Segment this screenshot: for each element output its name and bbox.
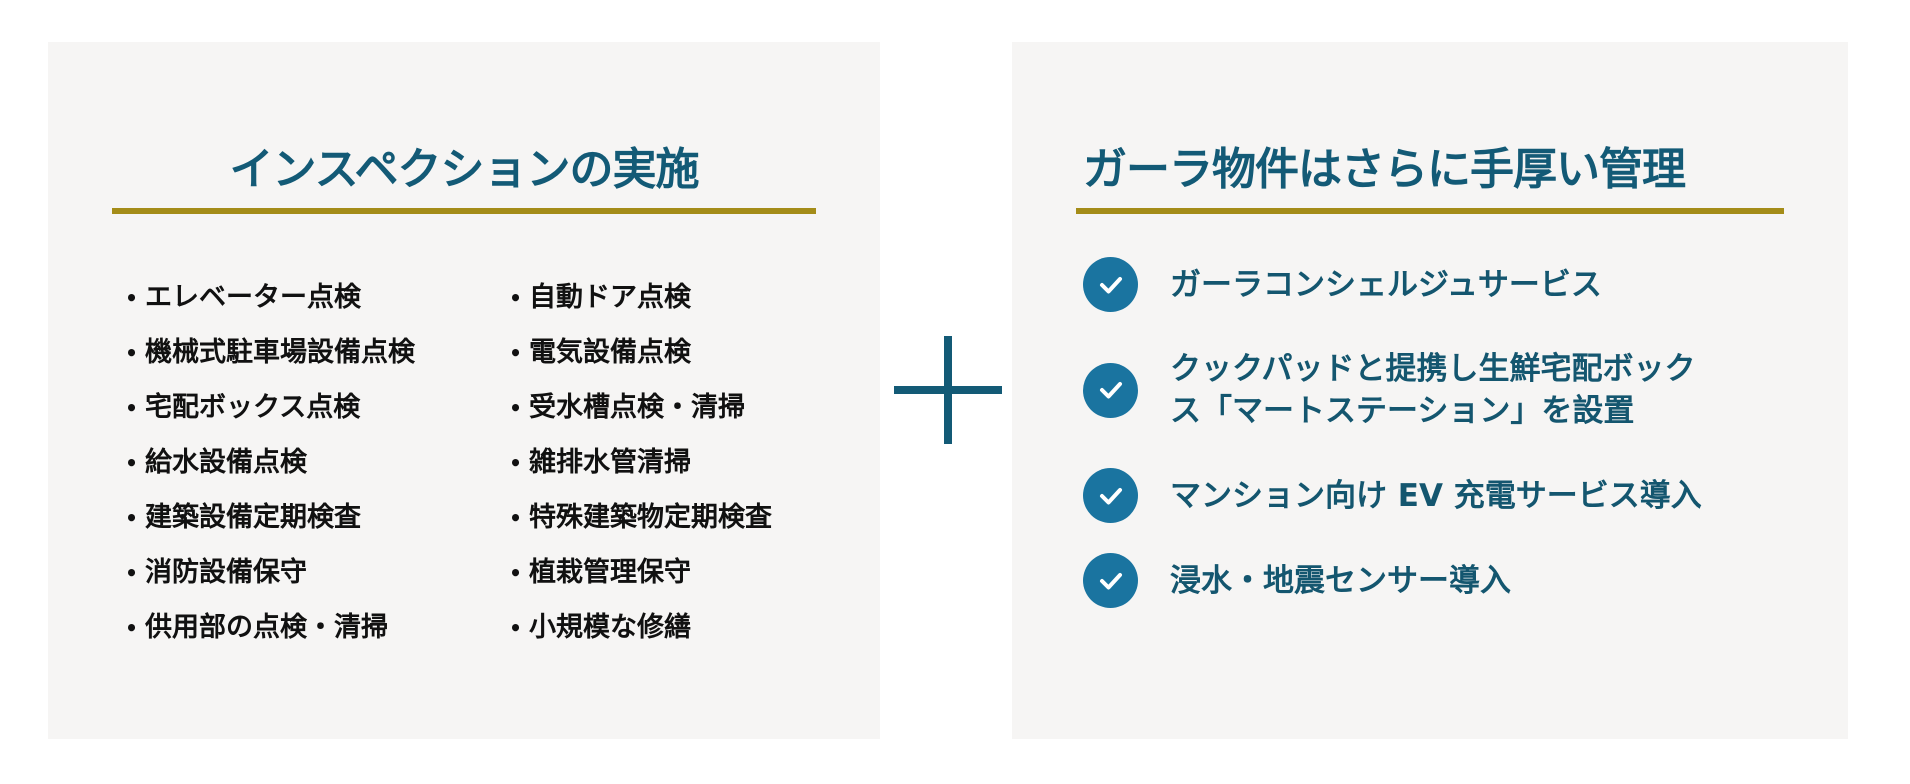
list-item: •雑排水管清掃 (502, 435, 772, 490)
bullet-icon: • (125, 340, 138, 365)
inspection-list-column-2: •自動ドア点検 •電気設備点検 •受水槽点検・清掃 •雑排水管清掃 •特殊建築物… (502, 270, 772, 655)
bullet-icon: • (125, 560, 138, 585)
title-underline (112, 208, 816, 214)
list-item: •消防設備保守 (118, 545, 415, 600)
bullet-icon: • (125, 395, 138, 420)
feature-item-text: ガーラコンシェルジュサービス (1170, 266, 1602, 303)
inspection-list-column-1: •エレベーター点検 •機械式駐車場設備点検 •宅配ボックス点検 •給水設備点検 … (118, 270, 415, 655)
feature-item-ev-charging: マンション向け EV 充電サービス導入 (1083, 468, 1702, 523)
list-item: •建築設備定期検査 (118, 490, 415, 545)
inspection-panel-title: インスペクションの実施 (229, 144, 699, 195)
premium-management-panel: ガーラ物件はさらに手厚い管理 ガーラコンシェルジュサービス クックパッドと提携し… (1012, 42, 1848, 739)
feature-item-text: 浸水・地震センサー導入 (1170, 562, 1511, 599)
check-circle-icon (1083, 362, 1138, 418)
list-item: •給水設備点検 (118, 435, 415, 490)
bullet-icon: • (509, 285, 522, 310)
feature-item-text: クックパッドと提携し生鮮宅配ボック ス「マートステーション」を設置 (1170, 351, 1696, 429)
bullet-icon: • (509, 340, 522, 365)
premium-management-panel-title: ガーラ物件はさらに手厚い管理 (1083, 144, 1686, 195)
plus-icon-vertical-bar (944, 336, 952, 444)
list-item: •エレベーター点検 (118, 270, 415, 325)
list-item: •機械式駐車場設備点検 (118, 325, 415, 380)
list-item: •特殊建築物定期検査 (502, 490, 772, 545)
list-item: •電気設備点検 (502, 325, 772, 380)
list-item: •植栽管理保守 (502, 545, 772, 600)
bullet-icon: • (509, 560, 522, 585)
list-item: •供用部の点検・清掃 (118, 600, 415, 655)
plus-icon (894, 336, 1002, 444)
check-circle-icon (1083, 468, 1138, 523)
check-circle-icon (1083, 553, 1138, 608)
bullet-icon: • (509, 615, 522, 640)
bullet-icon: • (125, 285, 138, 310)
bullet-icon: • (509, 395, 522, 420)
feature-item-sensors: 浸水・地震センサー導入 (1083, 553, 1511, 608)
bullet-icon: • (125, 450, 138, 475)
list-item: •受水槽点検・清掃 (502, 380, 772, 435)
title-underline (1076, 208, 1784, 214)
list-item: •自動ドア点検 (502, 270, 772, 325)
inspection-panel: インスペクションの実施 •エレベーター点検 •機械式駐車場設備点検 •宅配ボック… (48, 42, 880, 739)
bullet-icon: • (509, 505, 522, 530)
bullet-icon: • (125, 505, 138, 530)
bullet-icon: • (509, 450, 522, 475)
list-item: •小規模な修繕 (502, 600, 772, 655)
feature-item-text: マンション向け EV 充電サービス導入 (1170, 477, 1702, 514)
list-item: •宅配ボックス点検 (118, 380, 415, 435)
bullet-icon: • (125, 615, 138, 640)
feature-item-mart-station: クックパッドと提携し生鮮宅配ボック ス「マートステーション」を設置 (1083, 348, 1695, 432)
feature-item-concierge: ガーラコンシェルジュサービス (1083, 257, 1602, 312)
check-circle-icon (1083, 257, 1138, 312)
